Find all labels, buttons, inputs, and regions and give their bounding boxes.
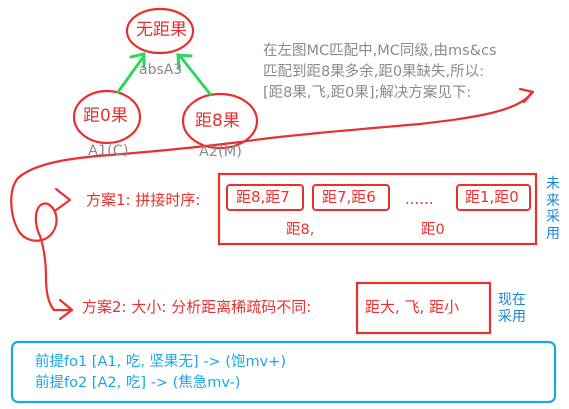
plan1-cell-2: 距7,距6 — [322, 188, 376, 206]
plan2-label: 方案2: 大小: 分析距离稀疏码不同: — [82, 298, 312, 316]
node-right-ellipse — [181, 92, 259, 150]
green-arrow-right — [176, 53, 212, 96]
plan1-side-note: 未 来 采 用 — [546, 176, 560, 242]
node-top-label: 无距果 — [136, 20, 187, 40]
flow-arrowhead-top — [518, 87, 535, 104]
node-right-label: 距8果 — [195, 111, 240, 131]
plan1-cell-box-2 — [312, 184, 390, 211]
relation-label: absA3 — [139, 62, 183, 78]
plan1-cell-1: 距8,距7 — [236, 188, 290, 206]
node-left-ellipse — [72, 89, 142, 145]
premise-line-1: 前提fo1 [A1, 吃, 坚果无] -> (饱mv+) — [35, 354, 286, 370]
plan1-cell-box-1 — [226, 184, 304, 211]
plan2-side-note: 现在 采用 — [498, 292, 526, 325]
plan1-sub-b: 距0 — [421, 222, 445, 238]
flow-arrowhead-plan1 — [54, 187, 72, 212]
plan1-sub-a: 距8, — [286, 222, 315, 238]
plan2-box-text: 距大, 飞, 距小 — [365, 298, 460, 316]
plan1-cell-3: ...... — [405, 190, 434, 208]
plan1-label: 方案1: 拼接时序: — [86, 191, 201, 209]
plan1-cell-box-4 — [456, 184, 531, 211]
node-left-sublabel: A1(C) — [88, 143, 129, 159]
premise-box — [10, 340, 557, 404]
analysis-note: 在左图MC匹配中,MC同级,由ms&cs 匹配到距8果多余,距0果缺失,所以: … — [263, 43, 497, 101]
node-right-sublabel: A2(M) — [199, 144, 242, 160]
plan2-box — [355, 281, 492, 335]
node-left-label: 距0果 — [83, 106, 128, 126]
plan1-cell-4: 距1,距0 — [465, 188, 519, 206]
plan1-outer-box — [217, 172, 538, 246]
premise-line-2: 前提fo2 [A2, 吃] -> (焦急mv-) — [35, 375, 241, 391]
node-top-ellipse — [125, 7, 195, 55]
flow-connector-path — [10, 90, 534, 312]
green-arrow-left — [116, 52, 146, 94]
